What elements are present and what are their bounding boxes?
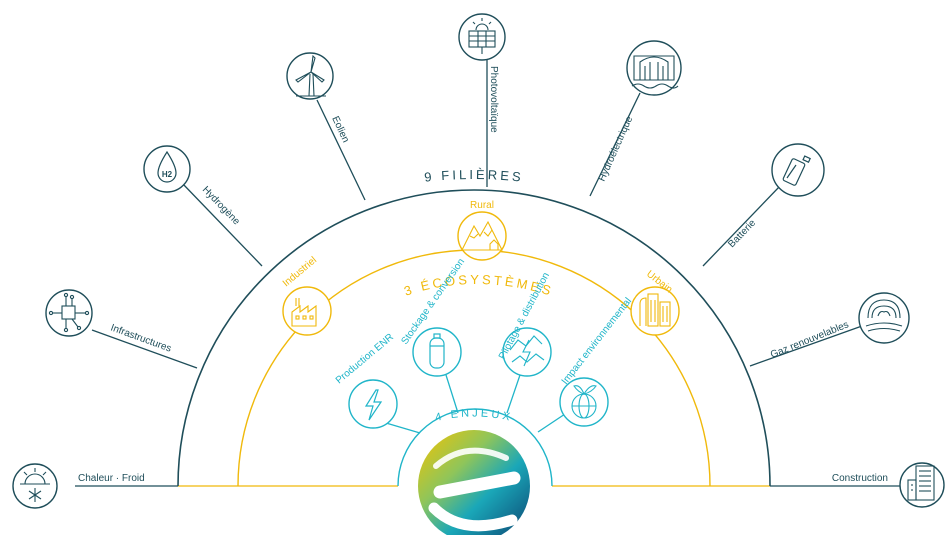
- ecosysteme-rural[interactable]: Rural: [457, 200, 507, 261]
- filiere-hydrogene[interactable]: H2 Hydrogène: [143, 145, 263, 267]
- filiere-label: Gaz renouvelables: [769, 319, 850, 360]
- enjeu-production-enr[interactable]: Production ENR: [334, 332, 398, 429]
- filiere-chaleur-froid[interactable]: Chaleur · Froid: [12, 463, 145, 509]
- factory-icon: [291, 298, 317, 327]
- outer-arc: [177, 189, 771, 487]
- battery-icon: [782, 155, 811, 186]
- filiere-batterie[interactable]: Batterie: [702, 143, 825, 267]
- lightning-icon: [364, 389, 383, 421]
- cracked-network-icon: [509, 335, 545, 367]
- filiere-gaz-renouvelables[interactable]: Gaz renouvelables: [749, 292, 910, 367]
- dam-icon: [631, 55, 679, 89]
- circuit-icon: [48, 292, 90, 333]
- h2-drop-icon: H2: [157, 150, 177, 183]
- ecosysteme-label: Industriel: [281, 255, 319, 290]
- filiere-infrastructures[interactable]: Infrastructures: [45, 289, 198, 369]
- mountain-village-icon: [461, 220, 503, 251]
- ecosysteme-urbain[interactable]: Urbain: [630, 269, 680, 336]
- filiere-label: Hydrogène: [200, 184, 242, 227]
- enjeu-label: Impact environnemental: [560, 296, 634, 387]
- filiere-label: Construction: [832, 473, 888, 484]
- filiere-label: Batterie: [726, 217, 758, 250]
- filiere-construction[interactable]: Construction: [832, 462, 945, 508]
- inner-arc: [397, 408, 553, 487]
- svg-text:H2: H2: [162, 170, 173, 179]
- inner-title: 4 ENJEUX: [434, 407, 514, 424]
- filiere-label: Photovoltaïque: [488, 66, 499, 133]
- enjeux-spokes: [385, 374, 566, 434]
- brand-logo: [418, 430, 530, 535]
- solar-panel-icon: [468, 18, 496, 54]
- filiere-label: Eolien: [329, 115, 351, 145]
- filiere-label: Infrastructures: [109, 322, 173, 354]
- wind-turbine-icon: [295, 54, 326, 97]
- gas-tank-icon: [429, 333, 445, 369]
- biogas-plant-icon: [865, 299, 903, 332]
- filiere-label: Chaleur · Froid: [78, 473, 145, 484]
- filiere-eolien[interactable]: Eolien: [286, 52, 366, 201]
- enjeu-impact-environnemental[interactable]: Impact environnemental: [559, 296, 634, 427]
- enjeu-label: Production ENR: [334, 332, 396, 387]
- snowflake-sun-icon: [20, 468, 50, 502]
- outer-title: 9 FILIÈRES: [424, 167, 525, 185]
- building-icon: [907, 465, 935, 501]
- ecosysteme-industriel[interactable]: Industriel: [281, 255, 332, 336]
- filiere-photovoltaique[interactable]: Photovoltaïque: [458, 13, 506, 187]
- city-icon: [639, 293, 671, 327]
- filiere-hydroelectrique[interactable]: Hydroélectrique: [589, 40, 682, 197]
- globe-leaf-icon: [571, 385, 597, 419]
- enjeu-stockage-conversion[interactable]: Stockage & conversion: [399, 257, 467, 377]
- ecosysteme-label: Rural: [470, 200, 494, 211]
- filiere-label: Hydroélectrique: [597, 114, 636, 183]
